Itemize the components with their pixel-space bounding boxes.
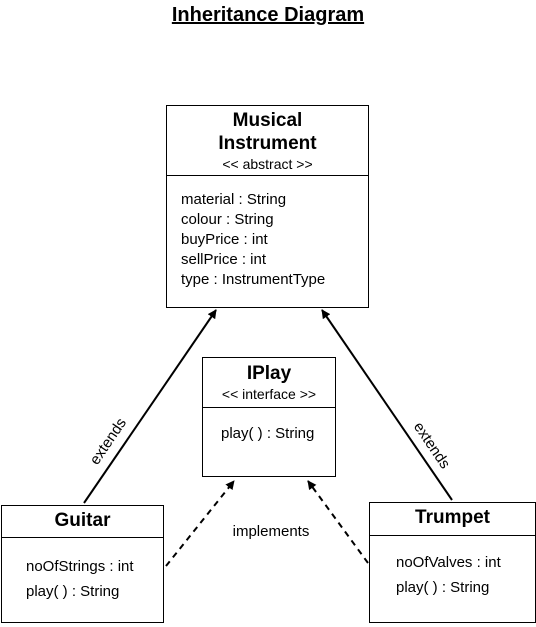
member: play( ) : String <box>26 583 120 600</box>
stereotype-abstract: << abstract >> <box>222 156 313 172</box>
attribute: colour : String <box>181 211 274 228</box>
class-name: Guitar <box>54 510 111 531</box>
trumpet-implements-arrow <box>307 480 369 564</box>
trumpet-class: Trumpet noOfValves : int play( ) : Strin… <box>369 502 536 623</box>
method: play( ) : String <box>221 425 315 442</box>
member: noOfStrings : int <box>26 558 134 575</box>
class-name-line1: Musical <box>232 110 303 131</box>
attribute: sellPrice : int <box>181 251 267 268</box>
attribute: material : String <box>181 191 287 208</box>
guitar-class: Guitar noOfStrings : int play( ) : Strin… <box>1 505 164 623</box>
attribute-list: material : String colour : String buyPri… <box>167 176 368 290</box>
attribute: buyPrice : int <box>181 231 268 248</box>
member: play( ) : String <box>396 579 490 596</box>
musical-instrument-header: Musical Instrument << abstract >> <box>167 106 368 176</box>
guitar-extends-arrow <box>83 309 217 504</box>
attribute: type : InstrumentType <box>181 271 326 288</box>
trumpet-extends-label: extends <box>410 419 453 472</box>
implements-label: implements <box>233 523 310 540</box>
class-name: Trumpet <box>415 507 490 528</box>
stereotype-interface: << interface >> <box>221 386 317 402</box>
interface-name: IPlay <box>246 363 292 384</box>
iplay-header: IPlay << interface >> <box>203 358 335 408</box>
iplay-interface: IPlay << interface >> play( ) : String <box>202 357 336 477</box>
member-list: noOfValves : int play( ) : String <box>370 536 535 600</box>
member: noOfValves : int <box>396 554 501 571</box>
guitar-header: Guitar <box>2 506 163 538</box>
member-list: noOfStrings : int play( ) : String <box>2 538 163 604</box>
diagram-title: Inheritance Diagram <box>171 4 365 26</box>
trumpet-header: Trumpet <box>370 503 535 536</box>
method-list: play( ) : String <box>203 408 335 444</box>
class-name-line2: Instrument <box>218 133 317 154</box>
guitar-extends-label: extends <box>87 415 130 468</box>
musical-instrument-class: Musical Instrument << abstract >> materi… <box>166 105 369 308</box>
trumpet-extends-arrow <box>321 309 453 501</box>
guitar-implements-arrow <box>165 480 235 567</box>
